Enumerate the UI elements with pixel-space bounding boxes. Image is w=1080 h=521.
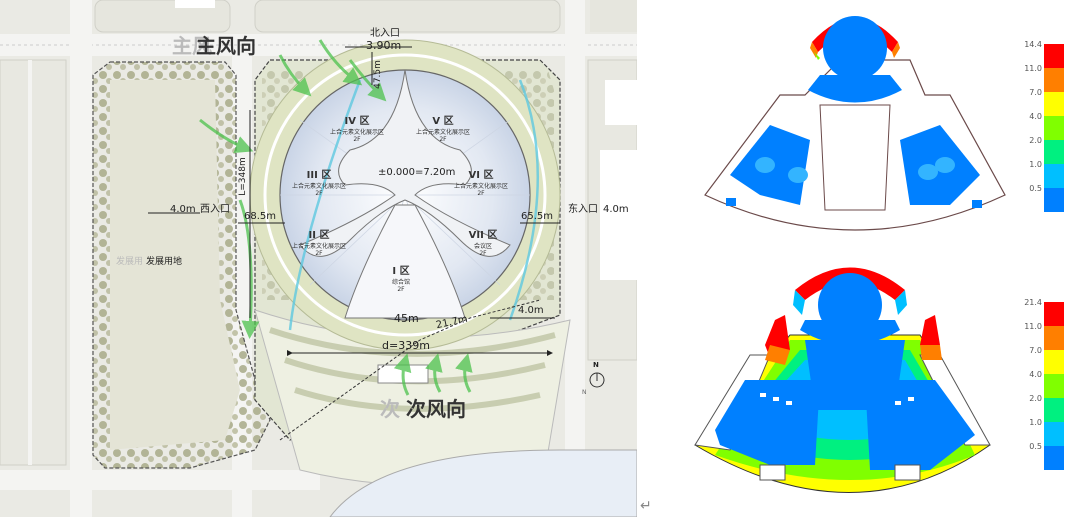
southeast-gap-dimension: 4.0m	[518, 305, 544, 316]
legend-color-green	[1044, 140, 1064, 164]
wind-contour-upper	[690, 0, 1030, 255]
legend-upper: 14.4 11.0 7.0 4.0 2.0 1.0 0.5	[1022, 40, 1080, 220]
legend-tick: 14.4	[1024, 40, 1042, 49]
wind-contour-lower-plot	[694, 267, 991, 493]
legend-tick: 2.0	[1029, 394, 1042, 403]
development-land-label: 发展用地	[146, 257, 183, 267]
legend-tick: 7.0	[1029, 346, 1042, 355]
east-entrance-width: 4.0m	[603, 204, 629, 215]
legend-tick: 4.0	[1029, 112, 1042, 121]
legend-tick: 0.5	[1029, 442, 1042, 451]
legend-color-yellow	[1044, 350, 1064, 374]
site-plan: 主风 主风向 北入口 3.90m 47.5m L=348m 4.0m 西入口 6…	[0, 0, 637, 517]
north-setback-dimension: 47.5m	[372, 60, 383, 89]
legend-lower: 21.4 11.0 7.0 4.0 2.0 1.0 0.5	[1022, 298, 1080, 473]
diameter-dimension: d=339m	[382, 339, 430, 352]
legend-color-orange	[1044, 68, 1064, 92]
zone-iv: IV 区 上合元素文化展示区 2F	[329, 116, 384, 143]
south-gap-dimension: 45m	[394, 312, 419, 325]
legend-color-lime	[1044, 116, 1064, 140]
legend-tick: 4.0	[1029, 370, 1042, 379]
east-entrance-label: 东入口	[568, 204, 598, 215]
development-land-ghost-label: 发展用	[116, 257, 144, 267]
legend-color-cyan	[1044, 164, 1064, 188]
secondary-wind-label: 次风向	[406, 397, 466, 421]
legend-tick: 11.0	[1024, 322, 1042, 331]
legend-tick: 2.0	[1029, 136, 1042, 145]
site-plan-drawing	[0, 0, 637, 517]
legend-color-red	[1044, 44, 1064, 68]
legend-tick: 7.0	[1029, 88, 1042, 97]
east-setback-dimension: 65.5m	[521, 211, 554, 222]
primary-wind-ghost-label: 主风	[172, 34, 212, 58]
legend-color-green	[1044, 398, 1064, 422]
secondary-wind-ghost-label: 次	[380, 397, 400, 421]
zone-i: I 区 综合馆 2F	[391, 266, 410, 293]
return-icon: ↵	[640, 498, 652, 514]
zone-vi: VI 区 上合元素文化展示区 2F	[453, 170, 508, 197]
zone-v: V 区 上合元素文化展示区 2F	[415, 116, 470, 143]
legend-color-orange	[1044, 326, 1064, 350]
north-arrow-small-icon: N	[582, 389, 587, 396]
legend-tick: 1.0	[1029, 418, 1042, 427]
legend-color-red	[1044, 302, 1064, 326]
wind-contour-lower	[690, 260, 1030, 517]
length-dimension: L=348m	[237, 157, 248, 196]
wind-contour-upper-plot	[704, 16, 1006, 231]
legend-color-blue	[1044, 446, 1064, 470]
legend-tick: 1.0	[1029, 160, 1042, 169]
legend-tick: 11.0	[1024, 64, 1042, 73]
legend-color-yellow	[1044, 92, 1064, 116]
zone-ii: II 区 上合元素文化展示区 2F	[291, 230, 346, 257]
west-setback-dimension: 68.5m	[244, 211, 277, 222]
legend-color-cyan	[1044, 422, 1064, 446]
legend-tick: 21.4	[1024, 298, 1042, 307]
elevation-label: ±0.000=7.20m	[378, 167, 456, 178]
legend-tick: 0.5	[1029, 184, 1042, 193]
west-entrance-label: 西入口	[200, 204, 230, 215]
legend-color-lime	[1044, 374, 1064, 398]
west-entrance-width: 4.0m	[170, 204, 196, 215]
zone-iii: III 区 上合元素文化展示区 2F	[291, 170, 346, 197]
zone-vii: VII 区 会议区 2F	[468, 230, 498, 257]
north-entrance-width: 3.90m	[366, 39, 402, 52]
legend-color-blue	[1044, 188, 1064, 212]
primary-wind-label: 主风向	[196, 34, 256, 58]
north-entrance-label: 北入口	[370, 28, 400, 39]
north-arrow-icon: N	[593, 361, 599, 369]
